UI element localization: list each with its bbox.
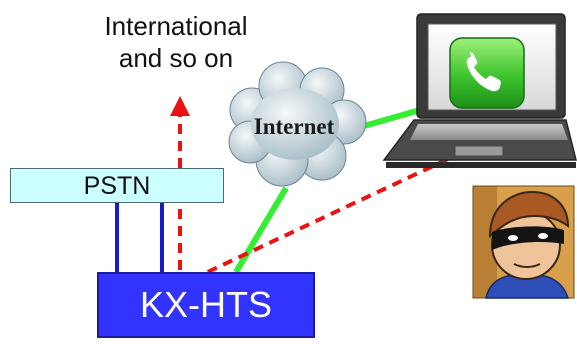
intrusion-path [181, 150, 464, 286]
phone-app-icon [449, 37, 525, 109]
internet-label: Internet [253, 114, 335, 139]
international-line1: International [104, 11, 248, 41]
international-label: International and so on [58, 10, 294, 74]
international-line2: and so on [118, 43, 234, 73]
kx-hts-node: KX-HTS [97, 272, 315, 338]
cloud-icon [228, 61, 367, 187]
masked-intruder-icon [472, 185, 575, 299]
pstn-trunk-lines [115, 203, 164, 272]
pstn-node: PSTN [10, 168, 224, 203]
kx-hts-label: KX-HTS [139, 284, 272, 325]
pstn-label: PSTN [83, 172, 151, 200]
